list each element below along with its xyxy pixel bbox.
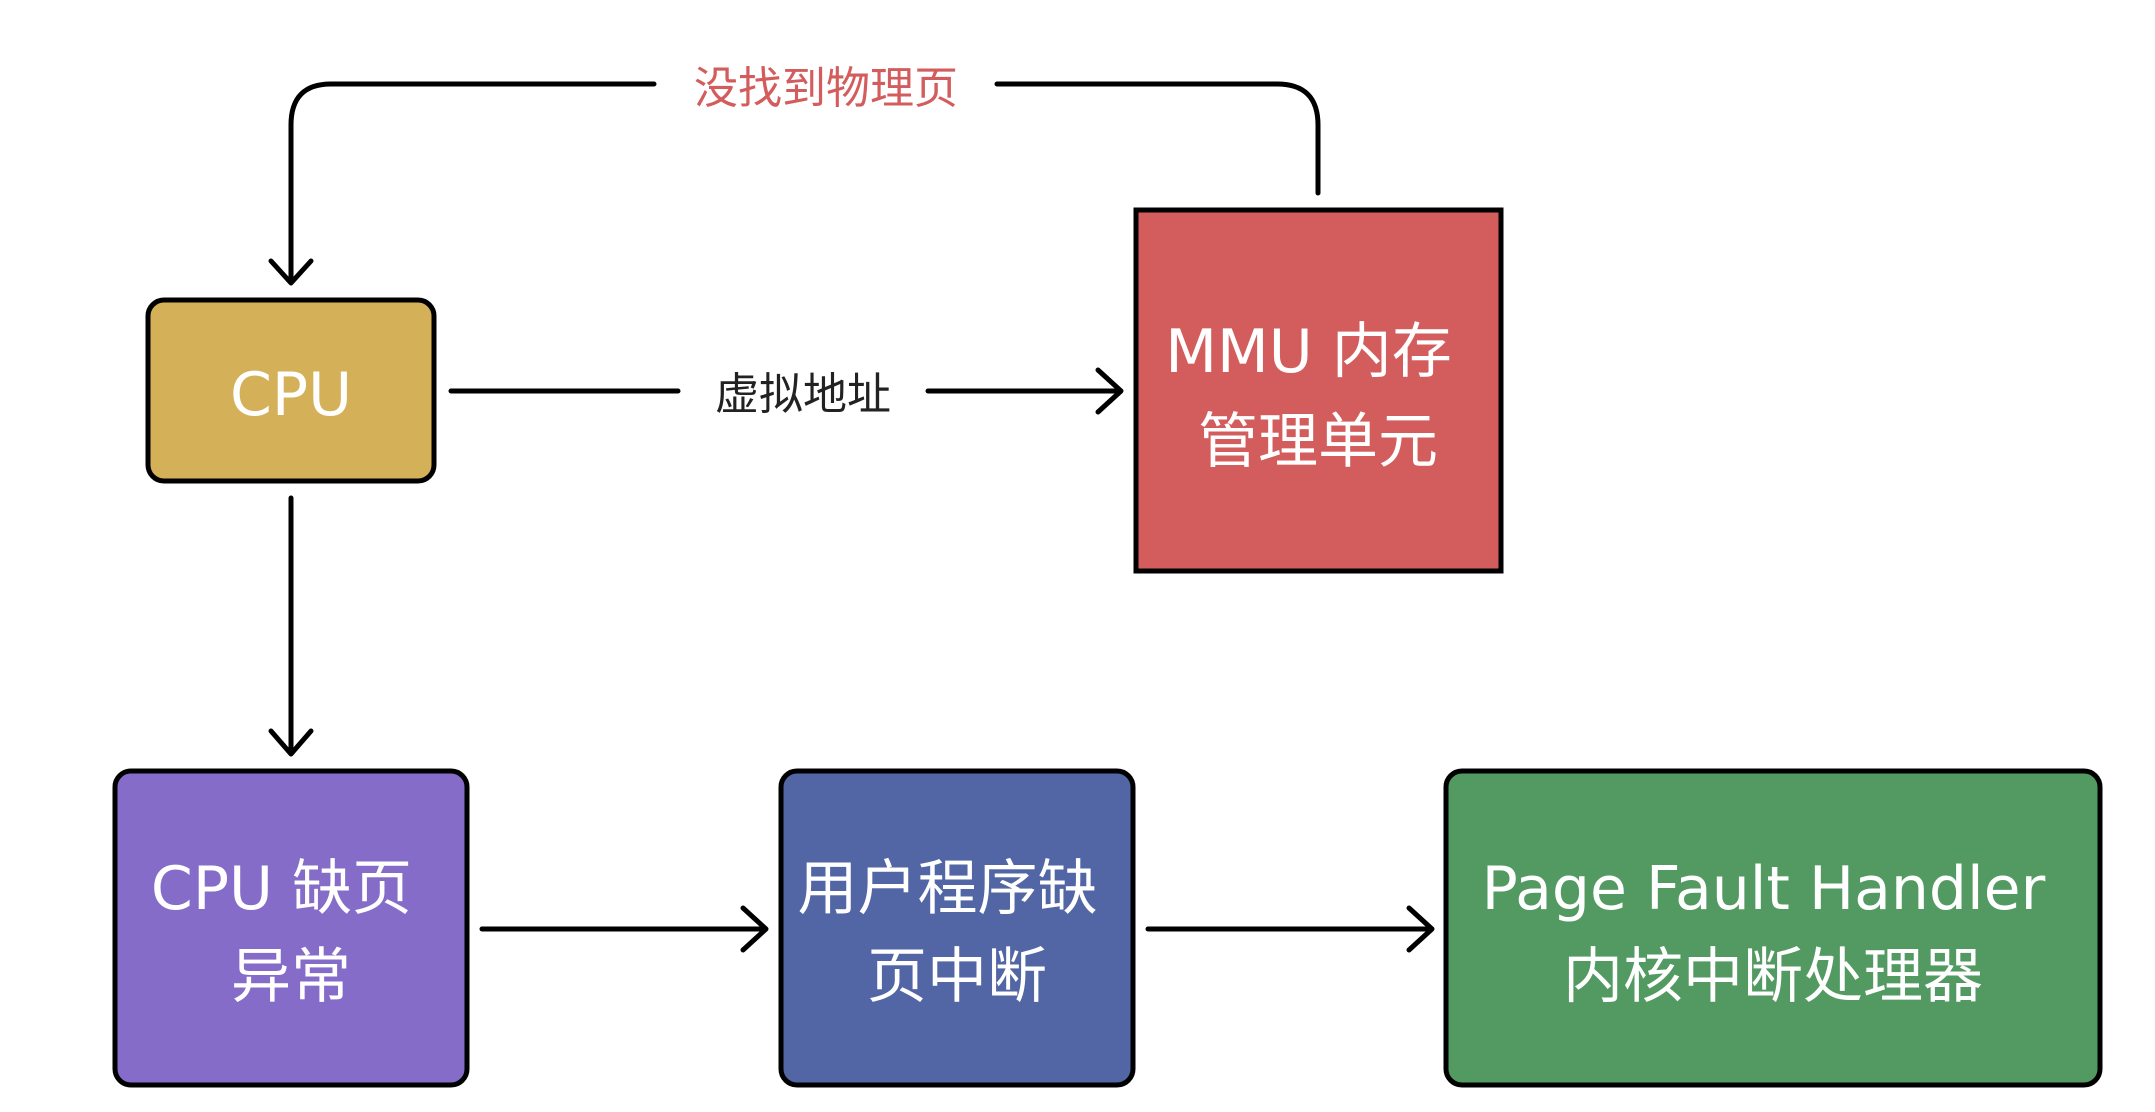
loop-line-right <box>994 81 1321 196</box>
edge-virtual-address: 虚拟地址 <box>448 367 1124 420</box>
edge-label-page-not-found: 没找到物理页 <box>694 63 958 114</box>
arrowhead-right-handler <box>1406 905 1435 953</box>
cpu-fault-label-line-2: 异常 <box>231 942 351 1012</box>
user-fault-label-line-1: 用户程序缺 <box>797 854 1097 924</box>
cpu-box <box>145 297 437 484</box>
cpu-fault-label: CPU 缺页 异常 <box>151 854 431 1012</box>
node-page-fault-handler: Page Fault Handler 内核中断处理器 <box>1443 768 2103 1088</box>
edge-user-fault-to-handler <box>1145 905 1435 953</box>
node-cpu: CPU <box>145 297 437 484</box>
edge-cpu-to-cpu-fault <box>268 495 314 757</box>
edge-page-not-found: 没找到物理页 <box>268 63 1321 286</box>
node-user-fault: 用户程序缺 页中断 <box>778 768 1136 1088</box>
arrowhead-right-user-fault <box>740 905 769 953</box>
loop-line-left <box>288 81 657 284</box>
edge-label-virtual-address: 虚拟地址 <box>715 369 891 420</box>
arrowhead-right-mmu <box>1095 367 1124 415</box>
arrowhead-down-cpu <box>268 258 314 286</box>
arrowhead-down-cpu-fault <box>268 728 314 757</box>
cpu-label: CPU <box>230 360 352 430</box>
cpu-fault-box <box>112 768 470 1088</box>
user-fault-box <box>778 768 1136 1088</box>
user-fault-label-line-2: 页中断 <box>867 942 1047 1012</box>
mmu-label-line-1: MMU 内存 <box>1165 317 1452 387</box>
cpu-fault-label-line-1: CPU 缺页 <box>151 854 412 924</box>
node-mmu: MMU 内存 管理单元 <box>1133 207 1504 574</box>
handler-label-line-2: 内核中断处理器 <box>1563 942 1983 1012</box>
mmu-label: MMU 内存 管理单元 <box>1165 317 1471 477</box>
cpu-label-line-1: CPU <box>230 360 352 430</box>
handler-label-line-1: Page Fault Handler <box>1482 854 2046 924</box>
node-cpu-fault: CPU 缺页 异常 <box>112 768 470 1088</box>
mmu-label-line-2: 管理单元 <box>1198 407 1438 477</box>
handler-box <box>1443 768 2103 1088</box>
user-fault-label: 用户程序缺 页中断 <box>797 854 1116 1012</box>
handler-label: Page Fault Handler 内核中断处理器 <box>1482 854 2065 1012</box>
mmu-box <box>1133 207 1504 574</box>
edge-cpu-fault-to-user-fault <box>479 905 769 953</box>
